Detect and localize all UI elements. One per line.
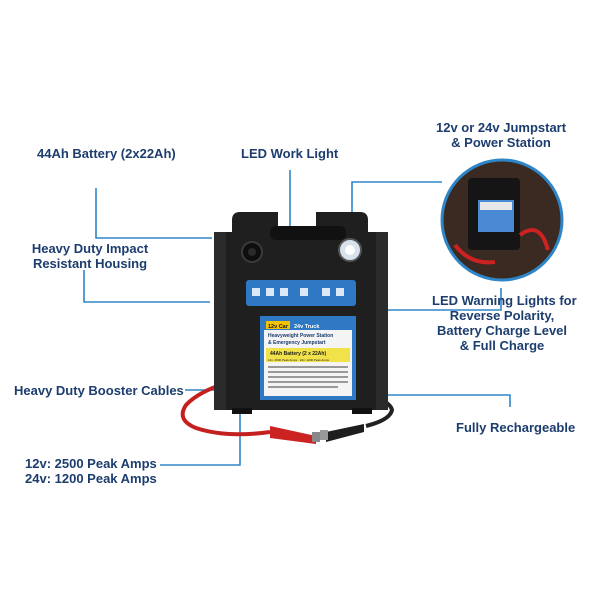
inset-photo [440,158,564,282]
red-cable [180,378,320,444]
callout-warning-line4: & Full Charge [459,338,545,353]
callout-jumpstart: 12v or 24v Jumpstart & Power Station [436,120,566,150]
label-badge-truck: 24v Truck [294,324,320,330]
label-title-line2: & Emergency Jumpstart [268,340,326,346]
callout-work-light: LED Work Light [241,146,339,161]
callout-housing-line2: Resistant Housing [32,256,148,271]
callout-warning-lights: LED Warning Lights for Reverse Polarity,… [432,293,577,353]
label-battery-line1: 44Ah Battery (2 x 22Ah) [270,351,326,357]
callout-warning-line3: Battery Charge Level [436,323,568,338]
callout-warning-line1: LED Warning Lights for [432,293,577,308]
callout-housing-line1: Heavy Duty Impact [31,241,149,256]
callout-rechargeable: Fully Rechargeable [456,420,576,435]
label-battery-line2: 12v: 2500 Peak Amps · 24v: 1200 Peak Amp… [268,358,330,362]
jumpstart-device: 12v Car 24v Truck Heavyweight Power Stat… [214,212,388,414]
callout-amps-line1: 12v: 2500 Peak Amps [25,456,157,471]
label-badge-car: 12v Car [268,324,289,330]
callout-jumpstart-line1: 12v or 24v Jumpstart [436,120,567,135]
callout-amps: 12v: 2500 Peak Amps 24v: 1200 Peak Amps [25,456,157,486]
callout-housing: Heavy Duty Impact Resistant Housing [30,241,150,271]
callout-jumpstart-line2: & Power Station [451,135,551,150]
callout-cables: Heavy Duty Booster Cables [14,383,184,398]
callout-warning-line2: Reverse Polarity, [449,308,555,323]
callout-amps-line2: 24v: 1200 Peak Amps [25,471,157,486]
callout-battery: 44Ah Battery (2x22Ah) [37,146,176,161]
label-title-line1: Heavyweight Power Station [268,333,333,339]
